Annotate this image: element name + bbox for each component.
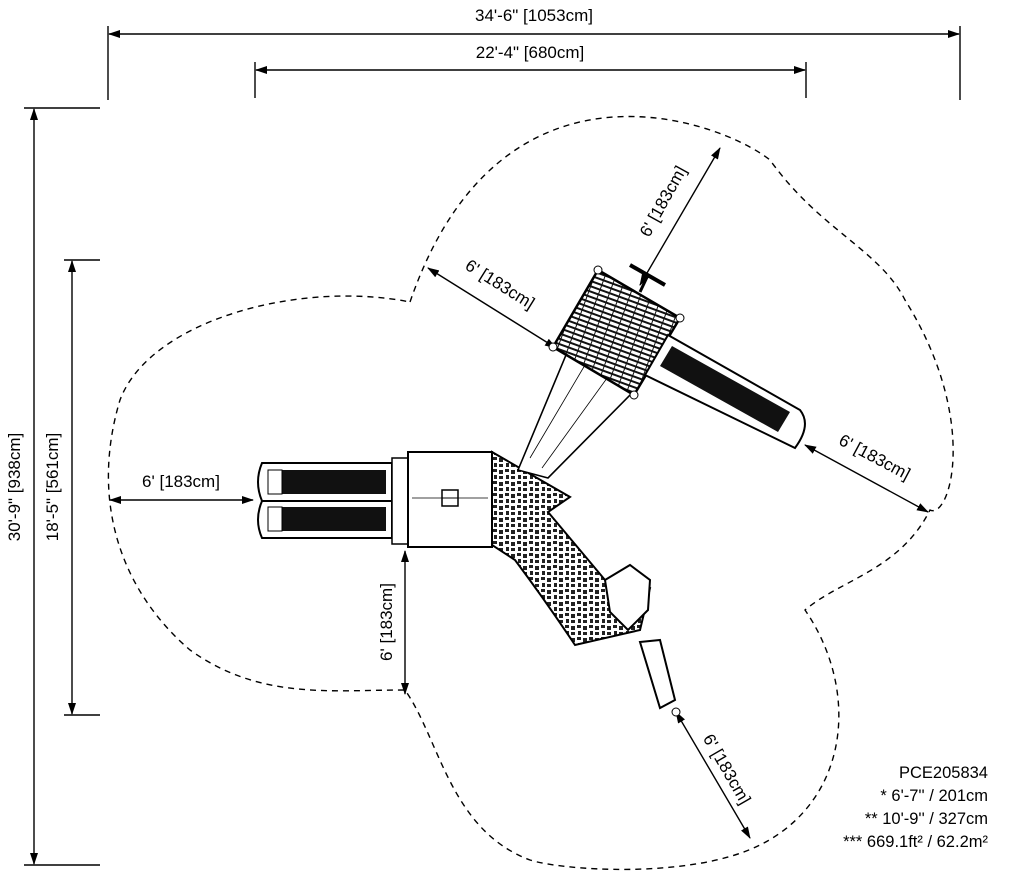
clearance-arrows (109, 147, 929, 839)
inner-depth-label: 18'-5" [561cm] (43, 433, 62, 542)
clearance-upper-left-label: 6' [183cm] (462, 256, 538, 313)
use-zone-outline (107, 115, 954, 871)
platform-height-1: * 6'-7'' / 201cm (880, 787, 988, 805)
model-notes: PCE205834 * 6'-7'' / 201cm ** 10'-9'' / … (843, 762, 988, 854)
center-deck (407, 451, 493, 548)
overall-depth-label: 30'-9" [938cm] (5, 433, 24, 542)
upper-tower (548, 263, 685, 400)
model-number: PCE205834 (899, 764, 988, 782)
clearance-lower-right-label: 6' [183cm] (699, 731, 754, 808)
clearance-left-label: 6' [183cm] (142, 472, 220, 491)
platform-height-2: ** 10'-9'' / 327cm (864, 810, 988, 828)
use-zone-area: *** 669.1ft² / 62.2m² (843, 833, 988, 851)
panel-and-spinner (603, 563, 681, 717)
clearance-upper-label: 6' [183cm] (636, 163, 690, 240)
inner-width-label: 22'-4" [680cm] (476, 43, 585, 62)
clearance-right-label: 6' [183cm] (836, 430, 914, 483)
overall-width-label: 34'-6" [1053cm] (475, 6, 593, 25)
tube-slide (643, 333, 806, 450)
play-structure (257, 263, 806, 717)
dimension-lines (24, 26, 961, 866)
double-slide (257, 457, 409, 545)
clearance-bottom-label: 6' [183cm] (377, 583, 396, 661)
